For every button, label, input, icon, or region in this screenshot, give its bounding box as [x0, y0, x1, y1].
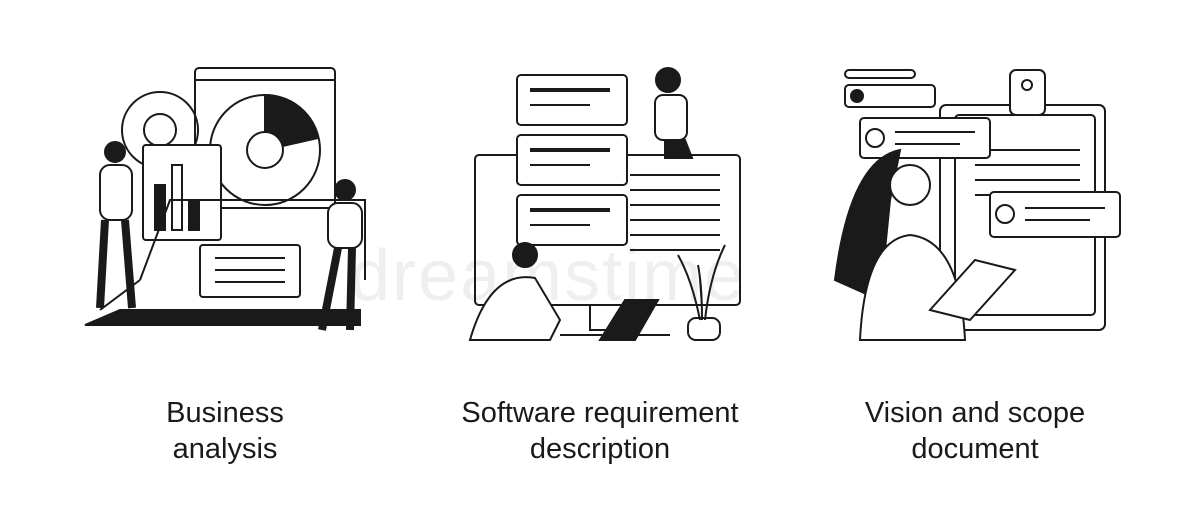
woman-figure-icon [655, 67, 681, 93]
caption-business-analysis: Business analysis [60, 395, 390, 467]
profile-card-icon [859, 117, 991, 159]
woman-figure-icon [334, 179, 356, 201]
tablet-icon [928, 258, 1017, 322]
caption-line-1: Software requirement [461, 397, 739, 429]
panel-software-requirement: Software requirement description [430, 0, 770, 515]
caption-line-2: description [529, 433, 671, 465]
document-lines [630, 174, 720, 251]
requirement-card-icon [516, 194, 628, 246]
caption-line-1: Business [166, 397, 284, 429]
software-requirement-illustration [468, 67, 741, 341]
caption-vision-scope: Vision and scope document [810, 395, 1140, 467]
man-figure-icon [104, 141, 126, 163]
caption-line-2: analysis [172, 433, 278, 465]
panel-vision-scope: Vision and scope document [810, 0, 1140, 515]
document-lines [975, 149, 1080, 196]
business-analysis-illustration [84, 67, 366, 331]
avatar-icon [995, 204, 1015, 224]
notification-bar-icon [844, 84, 936, 108]
man-figure-icon [512, 242, 538, 268]
panel-business-analysis: Business analysis [60, 0, 390, 515]
caption-line-1: Vision and scope [864, 397, 1086, 429]
bell-icon [850, 89, 864, 103]
laptop-icon [598, 299, 660, 341]
woman-figure-icon [889, 164, 931, 206]
clip-icon [1009, 69, 1046, 116]
plant-icon [677, 244, 726, 341]
caption-line-2: document [911, 433, 1039, 465]
avatar-icon [865, 128, 885, 148]
requirement-card-icon [516, 134, 628, 186]
requirement-card-icon [516, 74, 628, 126]
caption-software-requirement: Software requirement description [430, 395, 770, 467]
vision-scope-illustration [833, 69, 1121, 341]
dashboard-window-icon [194, 67, 336, 209]
profile-card-icon [989, 191, 1121, 238]
